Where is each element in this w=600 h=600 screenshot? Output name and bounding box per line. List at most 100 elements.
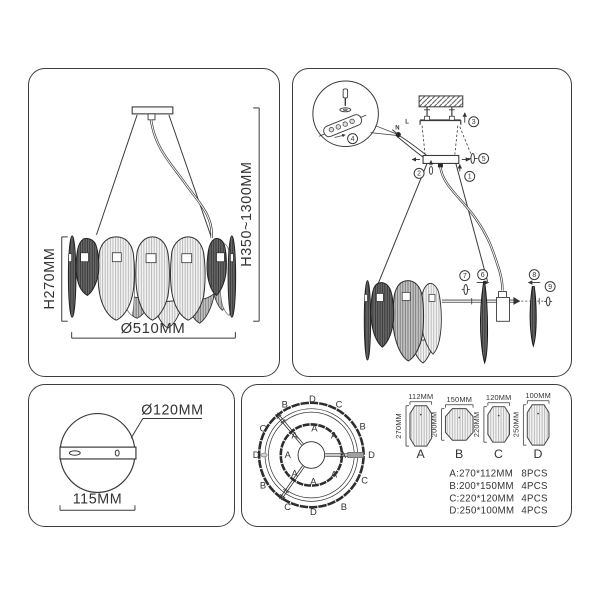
svg-text:A: A bbox=[285, 450, 292, 460]
mounting-bar bbox=[59, 446, 137, 460]
diameter-dimension-label: Ø510MM bbox=[121, 321, 186, 337]
spec-row-size: C:220*120MM bbox=[449, 493, 514, 504]
canopy-drawing: Ø120MM 115MM bbox=[59, 403, 203, 511]
round-hole bbox=[114, 449, 120, 457]
assembly-panel: N L bbox=[292, 68, 572, 377]
side-nut bbox=[467, 153, 478, 164]
alignment-dashes bbox=[421, 125, 472, 155]
callout-2: 2 bbox=[417, 171, 421, 178]
callout-1: 1 bbox=[468, 174, 472, 181]
svg-text:A: A bbox=[416, 447, 425, 461]
callout-9: 9 bbox=[548, 284, 552, 291]
svg-text:C: C bbox=[260, 423, 267, 433]
wire-l-label: L bbox=[405, 120, 409, 126]
wire-n-label: N bbox=[395, 126, 399, 132]
parts-panel: D C B D C B D C B D C B A A A A A A A A bbox=[241, 384, 572, 527]
svg-text:B: B bbox=[341, 502, 347, 512]
crystal-layout-top-view: D C B D C B D C B D C B A A A A A A A A bbox=[253, 394, 375, 517]
width-dimension bbox=[59, 505, 136, 511]
inner-ring-labels: A A A A A A A A bbox=[285, 423, 347, 486]
spec-row-size: D:250*100MM bbox=[449, 506, 514, 517]
spec-row-size: A:270*112MM bbox=[449, 469, 513, 480]
ceiling-canopy bbox=[131, 106, 174, 121]
svg-text:B: B bbox=[282, 400, 288, 410]
wire-n bbox=[396, 136, 426, 159]
fixture-body bbox=[363, 280, 442, 364]
front-view-panel: H270MM H350~1300MM Ø510MM bbox=[28, 68, 280, 377]
svg-text:D: D bbox=[310, 507, 317, 517]
svg-text:C: C bbox=[284, 502, 291, 512]
connector-detail-bubble bbox=[312, 80, 399, 148]
height-dimension-label: H270MM bbox=[42, 248, 58, 310]
leader-line bbox=[130, 418, 144, 439]
cord-grip bbox=[437, 163, 443, 168]
crystal-drum bbox=[67, 235, 237, 329]
mounting-bracket bbox=[419, 115, 462, 125]
spec-row-qty: 8PCS bbox=[521, 469, 547, 480]
svg-text:A: A bbox=[291, 469, 298, 479]
canopy-plate bbox=[422, 154, 460, 164]
crystal-a: 112MM 270MM A bbox=[394, 392, 433, 461]
parts-drawing: D C B D C B D C B D C B A A A A A A A A bbox=[253, 391, 551, 517]
crystal-c: 120MM 220MM C bbox=[472, 393, 512, 461]
spec-list: A:270*112MM 8PCS B:200*150MM 4PCS C:220*… bbox=[449, 469, 547, 517]
callout-7: 7 bbox=[463, 273, 467, 280]
diameter-dimension bbox=[71, 332, 236, 339]
svg-text:A: A bbox=[331, 470, 338, 480]
lamp-socket bbox=[496, 291, 510, 322]
svg-text:200MM: 200MM bbox=[430, 412, 439, 438]
svg-text:112MM: 112MM bbox=[408, 392, 433, 401]
callout-balloons: 1 2 3 4 5 6 7 8 9 bbox=[347, 116, 556, 292]
svg-text:B: B bbox=[260, 481, 266, 491]
svg-text:A: A bbox=[311, 423, 318, 433]
chandelier-front-drawing: H270MM H350~1300MM Ø510MM bbox=[42, 106, 260, 339]
svg-text:A: A bbox=[340, 450, 347, 460]
suspension-wire-right bbox=[168, 114, 213, 239]
svg-text:270MM: 270MM bbox=[394, 413, 403, 439]
bottom-screw bbox=[428, 159, 434, 175]
svg-text:D: D bbox=[368, 450, 375, 460]
drop-dimension-label: H350~1300MM bbox=[239, 161, 255, 266]
svg-text:100MM: 100MM bbox=[525, 391, 551, 400]
suspension-wire-left bbox=[95, 114, 138, 236]
crystal-d: 100MM 250MM D bbox=[511, 391, 551, 461]
canopy-panel: Ø120MM 115MM bbox=[28, 384, 235, 527]
washer-icon bbox=[339, 107, 352, 113]
svg-text:220MM: 220MM bbox=[472, 412, 481, 438]
callout-5: 5 bbox=[482, 156, 486, 163]
panel-clips bbox=[68, 252, 234, 264]
crystal-blade-8 bbox=[529, 286, 537, 348]
edge-crystal-left bbox=[260, 452, 268, 458]
callout-3: 3 bbox=[472, 119, 476, 126]
svg-text:C: C bbox=[361, 476, 368, 486]
callout-6: 6 bbox=[481, 272, 485, 279]
svg-text:C: C bbox=[494, 447, 503, 461]
edge-crystal-right bbox=[347, 451, 364, 459]
svg-text:B: B bbox=[455, 447, 464, 461]
callout-4: 4 bbox=[351, 136, 355, 143]
svg-text:D: D bbox=[533, 447, 542, 461]
finial-nut-7 bbox=[461, 284, 470, 295]
svg-text:D: D bbox=[309, 394, 316, 404]
wire-l bbox=[398, 135, 429, 157]
spec-row-qty: 4PCS bbox=[521, 506, 547, 517]
terminal-block-icon bbox=[318, 114, 367, 138]
crystal-b: 150MM 200MM B bbox=[430, 395, 474, 461]
plate-width-label: 115MM bbox=[73, 491, 123, 507]
height-dimension bbox=[61, 236, 68, 322]
ceiling-screws bbox=[424, 106, 455, 120]
svg-text:250MM: 250MM bbox=[511, 412, 520, 438]
slot-hole bbox=[68, 450, 81, 456]
svg-text:A: A bbox=[331, 430, 338, 440]
spec-row-qty: 4PCS bbox=[521, 481, 547, 492]
assembly-drawing: N L bbox=[312, 80, 556, 365]
drop-dimension bbox=[253, 107, 260, 322]
screwdriver-icon bbox=[342, 88, 349, 106]
svg-text:D: D bbox=[253, 450, 260, 460]
svg-text:A: A bbox=[291, 430, 298, 440]
svg-text:120MM: 120MM bbox=[486, 393, 512, 402]
crystal-blade-6 bbox=[480, 281, 489, 365]
spec-row-qty: 4PCS bbox=[521, 493, 547, 504]
power-cord bbox=[439, 167, 504, 291]
